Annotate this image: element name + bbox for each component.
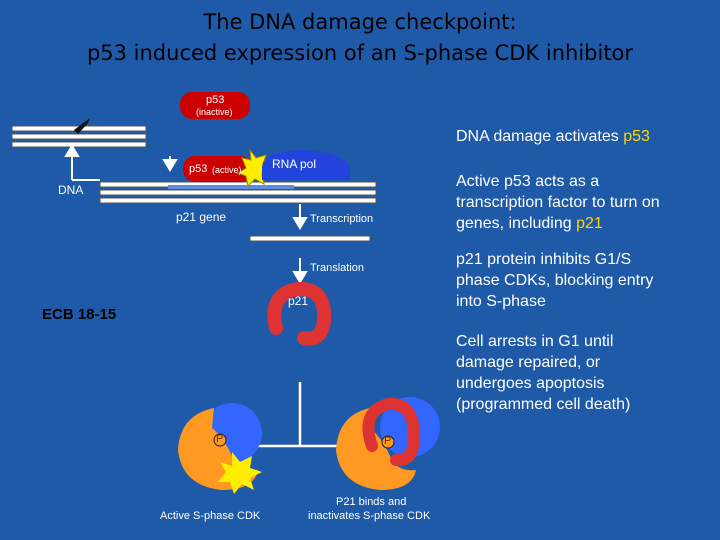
dna-label: DNA [58,183,84,197]
dna-gene-strands [99,181,377,204]
inactivated-cdk-complex [336,397,440,490]
note-2-line-1: Active p53 acts as a [456,173,600,190]
title-line-2: p53 induced expression of an S-phase CDK… [86,41,634,65]
p53-inactive-state: (inactive) [196,107,233,117]
note-4-line-1: Cell arrests in G1 until [456,333,614,350]
note-4: Cell arrests in G1 until damage repaired… [456,331,716,415]
figure-id: ECB 18-15 [42,306,117,323]
rna-pol-label: RNA pol [272,157,317,171]
p21-protein-shape [267,281,332,346]
note-3-line-2: phase CDKs, blocking entry [456,272,654,289]
gene-label: p21 gene [176,210,227,224]
transcription-arrow [292,204,308,230]
note-2-line-2: transcription factor to turn on [456,194,660,211]
p53-inactive-shape [180,92,250,119]
activation-star-icon [236,148,274,188]
title-line-1: The DNA damage checkpoint: [203,10,517,34]
p53-active-shape [183,156,253,182]
inactive-cdk-caption-line-2: inactivates S-phase CDK [308,510,431,522]
note-2-line-3-text: genes, including [456,215,577,232]
note-4-line-2: damage repaired, or [456,354,601,371]
dna-break-mark [74,118,90,134]
note-3: p21 protein inhibits G1/S phase CDKs, bl… [456,249,716,312]
note-3-line-1: p21 protein inhibits G1/S [456,251,632,268]
inactive-cdk-caption-line-1: P21 binds and [336,496,407,508]
p53-active-label: p53 [189,163,208,175]
note-2-line-3: genes, including p21 [456,213,716,234]
note-2: Active p53 acts as a transcription facto… [456,171,716,234]
activation-arrows [64,144,178,181]
note-1-highlight: p53 [623,128,650,145]
phosphate-left-label: P [216,433,224,445]
active-cdk-caption: Active S-phase CDK [160,510,261,522]
note-4-line-4: (programmed cell death) [456,396,631,413]
note-1-text: DNA damage activates [456,128,624,145]
p21-mrna [249,235,371,242]
translation-label: Translation [310,262,365,274]
p53-inactive-label: p53 [206,94,225,106]
p53-active-state: (active) [212,165,242,175]
active-cdk-complex [178,403,262,494]
note-2-highlight: p21 [576,215,603,232]
rna-polymerase-shape [262,150,350,180]
phosphate-right-label: P [384,435,392,447]
note-1: DNA damage activates p53 [456,126,716,147]
p21-protein-label: p21 [288,294,309,308]
translation-arrow [292,258,308,284]
note-3-line-3: into S-phase [456,293,546,310]
transcription-label: Transcription [310,213,374,225]
note-4-line-3: undergoes apoptosis [456,375,605,392]
